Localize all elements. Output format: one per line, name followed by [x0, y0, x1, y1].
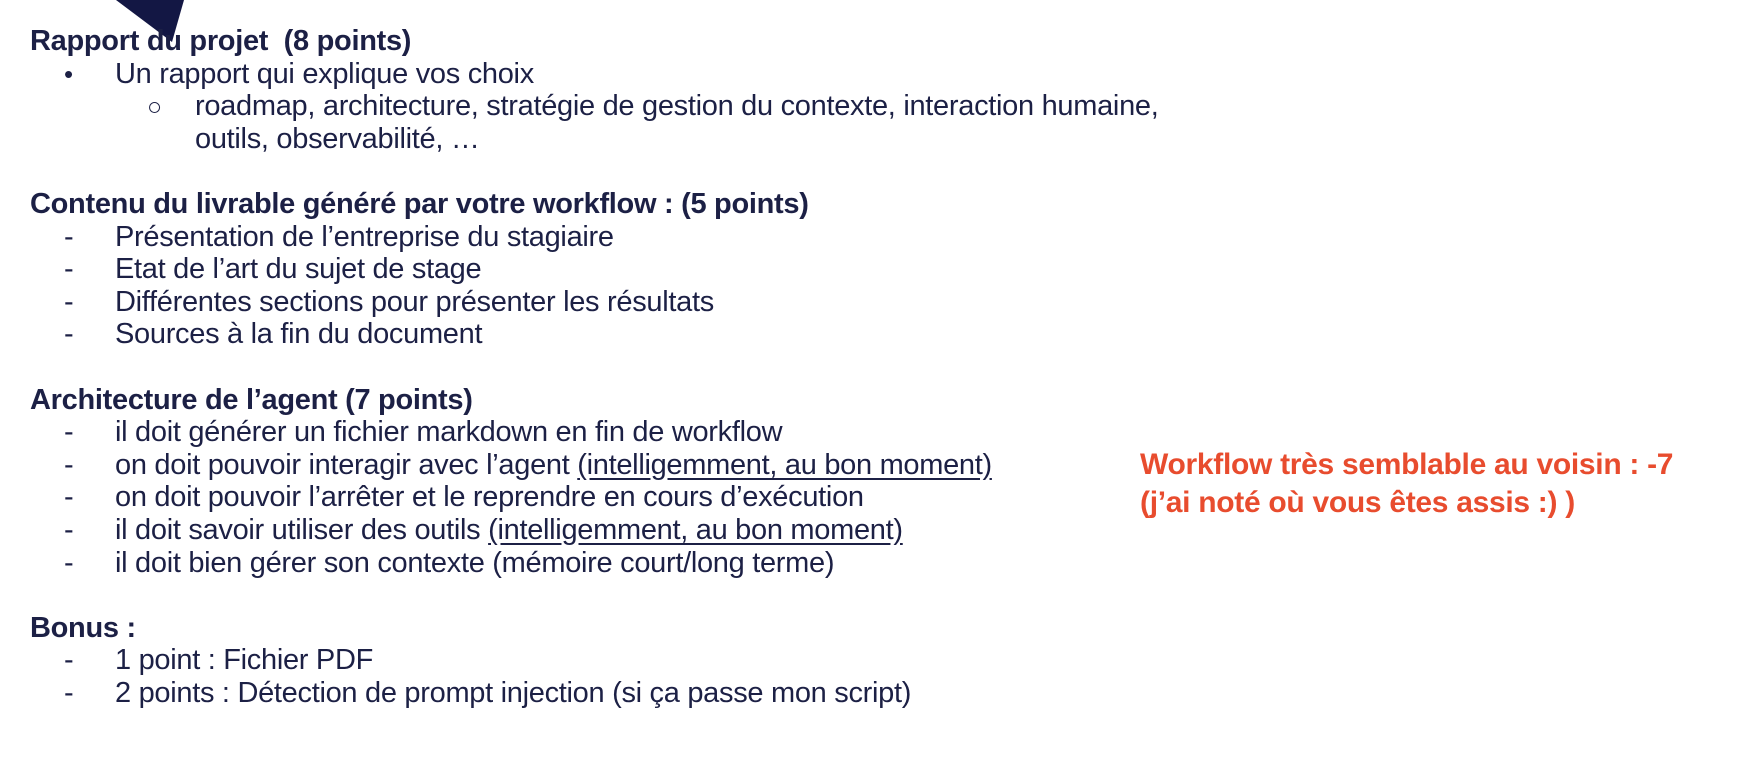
annotation-line-2: (j’ai noté où vous êtes assis :) )	[1140, 486, 1575, 519]
list-item-text: il doit générer un fichier markdown en f…	[115, 416, 783, 449]
list-item-text: Présentation de l’entreprise du stagiair…	[115, 220, 614, 253]
dash-marker: -	[64, 285, 74, 318]
list-item: - 2 points : Détection de prompt injecti…	[30, 677, 1190, 710]
list-item: - Présentation de l’entreprise du stagia…	[30, 221, 1190, 254]
plain-text-part: on doit pouvoir interagir avec l’agent	[115, 448, 578, 481]
spacer-line	[30, 579, 1190, 612]
underlined-text-part: (intelligemment, au bon moment)	[488, 513, 903, 546]
list-item-text: on doit pouvoir interagir avec l’agent (…	[115, 449, 992, 482]
spacer-line	[30, 155, 1190, 188]
list-item: - Différentes sections pour présenter le…	[30, 286, 1190, 319]
annotation-line-1: Workflow très semblable au voisin : -7	[1140, 448, 1674, 481]
dash-marker: -	[64, 253, 74, 286]
dash-marker: -	[64, 416, 74, 449]
heading-text: Bonus :	[30, 611, 136, 644]
list-item: - on doit pouvoir interagir avec l’agent…	[30, 449, 1190, 482]
dash-marker: -	[64, 220, 74, 253]
list-item-text: Un rapport qui explique vos choix	[115, 57, 534, 90]
list-item: - on doit pouvoir l’arrêter et le repren…	[30, 481, 1190, 514]
list-item-text: il doit savoir utiliser des outils (inte…	[115, 514, 903, 547]
heading-text: Architecture de l’agent (7 points)	[30, 383, 473, 416]
dash-marker: -	[64, 546, 74, 579]
list-item-text: il doit bien gérer son contexte (mémoire…	[115, 546, 835, 579]
list-item-text: Différentes sections pour présenter les …	[115, 285, 714, 318]
dash-marker: -	[64, 481, 74, 514]
underlined-text-part: (intelligemment, au bon moment)	[577, 448, 992, 481]
section-heading-bonus: Bonus :	[30, 612, 1190, 645]
list-item-text: on doit pouvoir l’arrêter et le reprendr…	[115, 481, 864, 514]
list-item: - il doit bien gérer son contexte (mémoi…	[30, 547, 1190, 580]
dash-marker: -	[64, 318, 74, 351]
list-item-text: roadmap, architecture, stratégie de gest…	[195, 90, 1167, 155]
section-heading-architecture: Architecture de l’agent (7 points)	[30, 384, 1190, 417]
list-item: • Un rapport qui explique vos choix	[30, 58, 1190, 91]
list-item: - 1 point : Fichier PDF	[30, 644, 1190, 677]
dash-marker: -	[64, 644, 74, 677]
dash-marker: -	[64, 676, 74, 709]
dash-marker: -	[64, 513, 74, 546]
circle-marker: ○	[147, 93, 162, 122]
list-item-text: 2 points : Détection de prompt injection…	[115, 676, 912, 709]
list-item-text: Etat de l’art du sujet de stage	[115, 253, 482, 286]
grader-comment-annotation: Workflow très semblable au voisin : -7 (…	[1140, 446, 1673, 522]
list-item-text: Sources à la fin du document	[115, 318, 483, 351]
list-item-text: 1 point : Fichier PDF	[115, 644, 374, 677]
slide-body-text: Rapport du projet (8 points) • Un rappor…	[30, 25, 1190, 710]
list-item: - il doit générer un fichier markdown en…	[30, 416, 1190, 449]
list-subitem: ○ roadmap, architecture, stratégie de ge…	[30, 90, 1190, 155]
plain-text-part: il doit savoir utiliser des outils	[115, 513, 489, 546]
bullet-marker: •	[64, 58, 73, 89]
list-item: - Etat de l’art du sujet de stage	[30, 253, 1190, 286]
section-heading-contenu: Contenu du livrable généré par votre wor…	[30, 188, 1190, 221]
list-item: - il doit savoir utiliser des outils (in…	[30, 514, 1190, 547]
section-heading-rapport: Rapport du projet (8 points)	[30, 25, 1190, 58]
spacer-line	[30, 351, 1190, 384]
list-item: - Sources à la fin du document	[30, 318, 1190, 351]
heading-text: Contenu du livrable généré par votre wor…	[30, 187, 809, 220]
heading-text: Rapport du projet (8 points)	[30, 25, 412, 57]
dash-marker: -	[64, 448, 74, 481]
